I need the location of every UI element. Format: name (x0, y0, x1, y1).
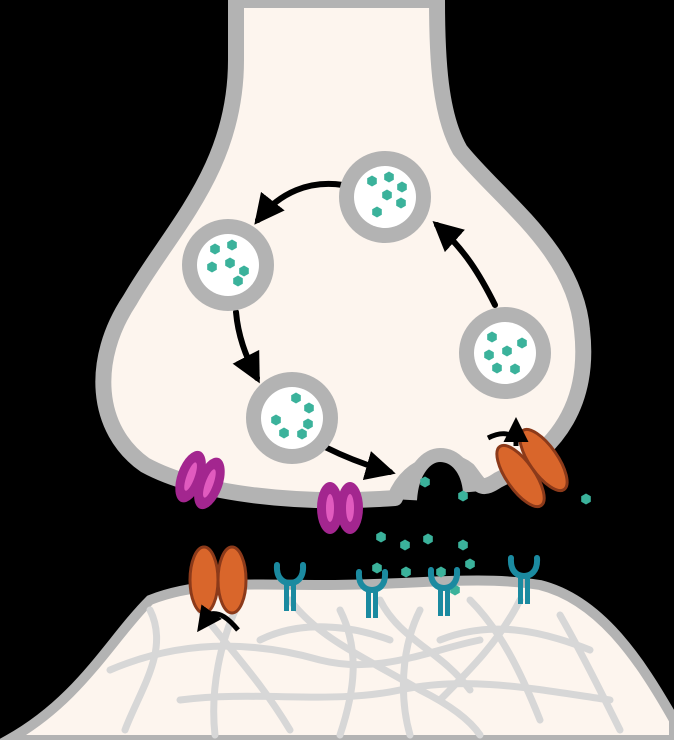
vesicle (246, 372, 338, 464)
vesicle (459, 307, 551, 399)
vesicle (182, 219, 274, 311)
vesicle (339, 151, 431, 243)
